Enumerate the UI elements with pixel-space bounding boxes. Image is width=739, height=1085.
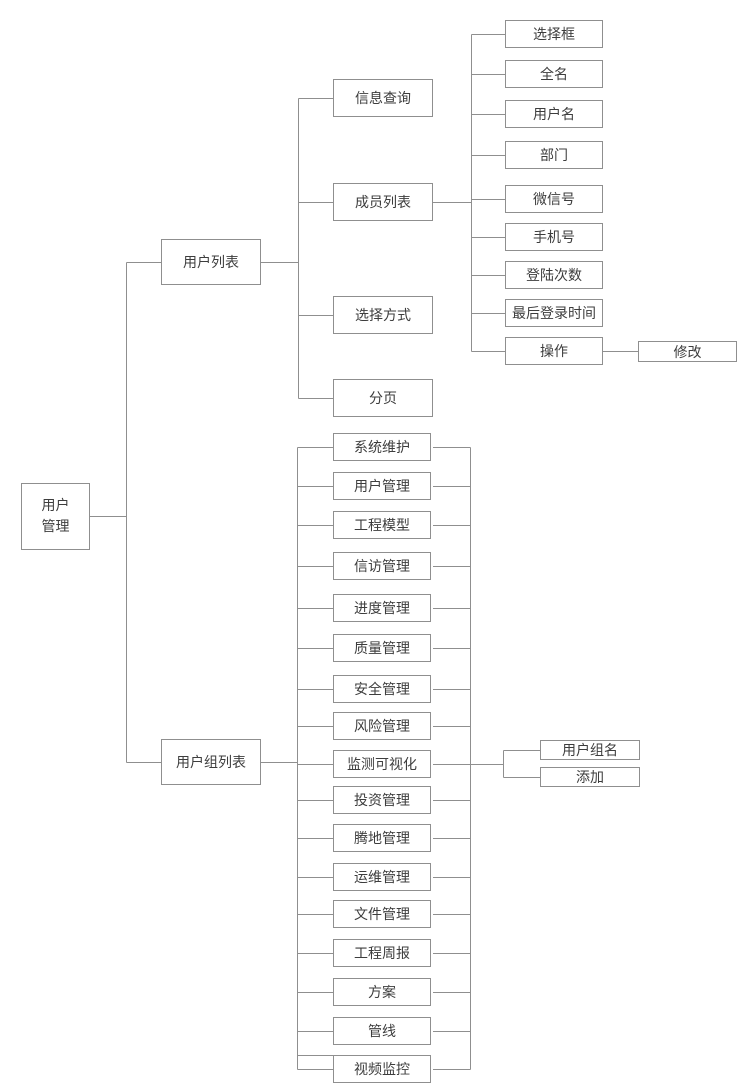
node-operation-maintenance: 运维管理 xyxy=(333,863,431,891)
node-safety-management: 安全管理 xyxy=(333,675,431,703)
connector-member-list-branch xyxy=(433,34,505,352)
node-checkbox: 选择框 xyxy=(505,20,603,48)
node-video-surveillance: 视频监控 xyxy=(333,1055,431,1083)
node-full-name: 全名 xyxy=(505,60,603,88)
node-investment-management: 投资管理 xyxy=(333,786,431,814)
node-user-management: 用户管理 xyxy=(21,483,90,550)
node-username: 用户名 xyxy=(505,100,603,128)
node-pipeline: 管线 xyxy=(333,1017,431,1045)
node-user-group-list: 用户组列表 xyxy=(161,739,261,785)
node-progress-management: 进度管理 xyxy=(333,594,431,622)
connector-group-list-branch xyxy=(261,447,333,1070)
node-login-count: 登陆次数 xyxy=(505,261,603,289)
node-wechat-id: 微信号 xyxy=(505,185,603,213)
node-quality-management: 质量管理 xyxy=(333,634,431,662)
node-risk-management: 风险管理 xyxy=(333,712,431,740)
node-petition-management: 信访管理 xyxy=(333,552,431,580)
node-pagination: 分页 xyxy=(333,379,433,417)
node-user-management-item: 用户管理 xyxy=(333,472,431,500)
connector-group-right-spine xyxy=(433,447,471,1070)
node-last-login-time: 最后登录时间 xyxy=(505,299,603,327)
node-land-clearance-management: 腾地管理 xyxy=(333,824,431,852)
node-system-maintenance: 系统维护 xyxy=(333,433,431,461)
node-user-list: 用户列表 xyxy=(161,239,261,285)
node-add: 添加 xyxy=(540,767,640,787)
node-label: 用户管理 xyxy=(41,497,70,535)
node-user-group-name: 用户组名 xyxy=(540,740,640,760)
node-file-management: 文件管理 xyxy=(333,900,431,928)
connector-shared-children xyxy=(470,750,540,778)
node-selection-mode: 选择方式 xyxy=(333,296,433,334)
node-member-list: 成员列表 xyxy=(333,183,433,221)
node-department: 部门 xyxy=(505,141,603,169)
node-edit: 修改 xyxy=(638,341,737,362)
node-action: 操作 xyxy=(505,337,603,365)
node-monitoring-visualization: 监测可视化 xyxy=(333,750,431,778)
connector-root-branch xyxy=(90,262,161,763)
node-phone-number: 手机号 xyxy=(505,223,603,251)
node-plan: 方案 xyxy=(333,978,431,1006)
node-info-query: 信息查询 xyxy=(333,79,433,117)
node-project-model: 工程模型 xyxy=(333,511,431,539)
connector-user-list-branch xyxy=(261,98,333,399)
node-weekly-report: 工程周报 xyxy=(333,939,431,967)
